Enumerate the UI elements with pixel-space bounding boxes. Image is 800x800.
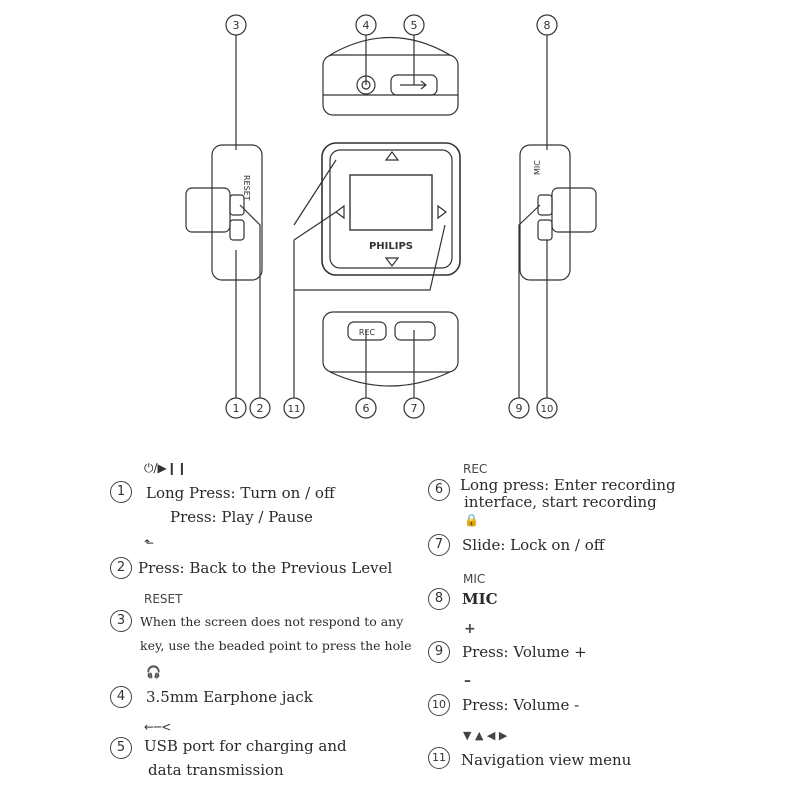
callout-6: 6 bbox=[363, 402, 370, 415]
legend-item-4-line1: 3.5mm Earphone jack bbox=[146, 688, 313, 706]
legend-item-9-line1: Press: Volume + bbox=[462, 643, 587, 661]
callout-8: 8 bbox=[544, 19, 551, 32]
legend-item-6-line1: Long press: Enter recording bbox=[460, 476, 676, 494]
legend-number-6: 6 bbox=[428, 479, 450, 501]
legend-number-11: 11 bbox=[428, 747, 450, 769]
callout-3: 3 bbox=[233, 19, 240, 32]
legend-item-11-line1: Navigation view menu bbox=[461, 751, 632, 769]
legend-item-11-tag: ▼ ▲ ◀ ▶ bbox=[463, 729, 508, 742]
legend-item-3-line1: When the screen does not respond to any bbox=[140, 614, 404, 629]
legend-item-9-tag: + bbox=[464, 621, 476, 637]
legend-number-10: 10 bbox=[428, 694, 450, 716]
callout-11: 11 bbox=[288, 404, 301, 415]
brand-label: PHILIPS bbox=[369, 241, 413, 252]
headphone-icon: 🎧 bbox=[146, 665, 161, 679]
legend-number-9: 9 bbox=[428, 641, 450, 663]
mic-label: MIC bbox=[533, 160, 542, 175]
legend-item-10-line1: Press: Volume - bbox=[462, 696, 580, 714]
back-arrow-icon: ⬑ bbox=[144, 536, 155, 550]
legend-item-3-line2: key, use the beaded point to press the h… bbox=[140, 638, 412, 653]
legend-item-8-line1: MIC bbox=[462, 590, 498, 608]
legend-item-1-line1: Long Press: Turn on / off bbox=[146, 484, 335, 502]
legend-number-3: 3 bbox=[110, 610, 132, 632]
callout-1: 1 bbox=[233, 402, 240, 415]
rec-label: REC bbox=[359, 328, 376, 337]
lock-icon: 🔒 bbox=[464, 513, 479, 527]
callout-7: 7 bbox=[411, 402, 418, 415]
callout-9: 9 bbox=[516, 402, 523, 415]
legend-item-10-tag: – bbox=[464, 673, 471, 689]
legend-item-6-tag: REC bbox=[463, 462, 488, 476]
legend-item-6-line2: interface, start recording bbox=[464, 493, 657, 511]
legend-number-5: 5 bbox=[110, 737, 132, 759]
legend-item-5-line2: data transmission bbox=[148, 761, 284, 779]
legend-item-2-line1: Press: Back to the Previous Level bbox=[138, 559, 393, 577]
legend-item-3-tag: RESET bbox=[144, 592, 183, 606]
legend-number-7: 7 bbox=[428, 534, 450, 556]
legend-number-4: 4 bbox=[110, 686, 132, 708]
usb-icon: ←─< bbox=[144, 720, 172, 734]
callout-4: 4 bbox=[363, 19, 370, 32]
reset-label: RESET bbox=[242, 175, 251, 201]
legend-item-8-tag: MIC bbox=[463, 572, 486, 586]
callout-5: 5 bbox=[411, 19, 418, 32]
device-diagram: 3 4 5 8 1 2 11 6 7 9 10 PHILIPS RESET MI… bbox=[185, 14, 597, 419]
legend-number-2: 2 bbox=[110, 557, 132, 579]
callout-10: 10 bbox=[541, 404, 554, 415]
power-play-pause-icon: ⏻/▶❙❙ bbox=[144, 461, 187, 475]
legend-number-1: 1 bbox=[110, 481, 132, 503]
legend-number-8: 8 bbox=[428, 588, 450, 610]
legend-item-1-line2: Press: Play / Pause bbox=[170, 508, 313, 526]
legend-item-5-line1: USB port for charging and bbox=[144, 737, 347, 755]
legend-item-7-line1: Slide: Lock on / off bbox=[462, 536, 605, 554]
callout-2: 2 bbox=[257, 402, 264, 415]
